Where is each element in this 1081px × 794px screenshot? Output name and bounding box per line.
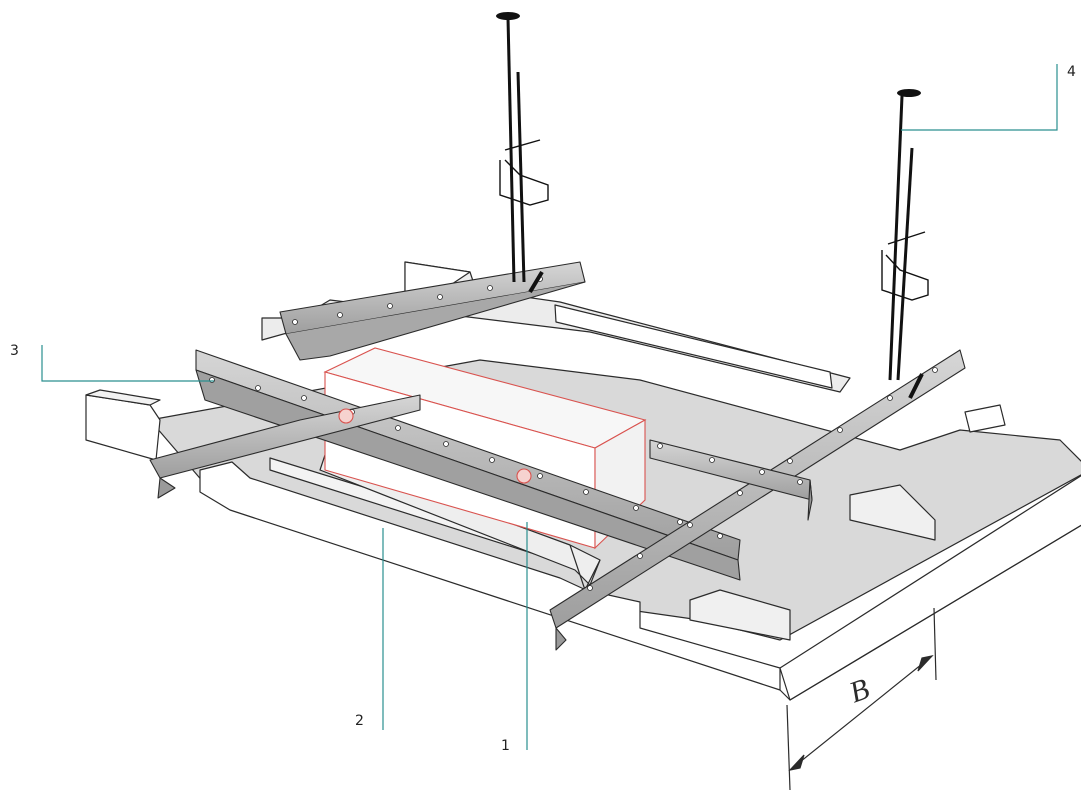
hanger-left: [496, 12, 549, 294]
callout-4-label: 4: [1067, 64, 1076, 80]
ceiling-panel-front: [199, 461, 781, 691]
hanger-right: [881, 89, 929, 399]
dimension-b: [786, 607, 937, 791]
callout-1-label: 1: [501, 738, 510, 754]
leader-3: [41, 345, 214, 382]
rail-right: [549, 349, 966, 629]
ceiling-panel-right: [779, 475, 1081, 701]
carrier-rails: [149, 261, 966, 651]
screw-left: [338, 408, 354, 424]
leader-4: [901, 64, 1058, 131]
dimension-label: B: [845, 672, 874, 709]
callout-2-label: 2: [355, 713, 364, 729]
callout-3-label: 3: [10, 343, 19, 359]
callout-leaders: [41, 64, 1058, 750]
screw-right: [516, 468, 532, 484]
